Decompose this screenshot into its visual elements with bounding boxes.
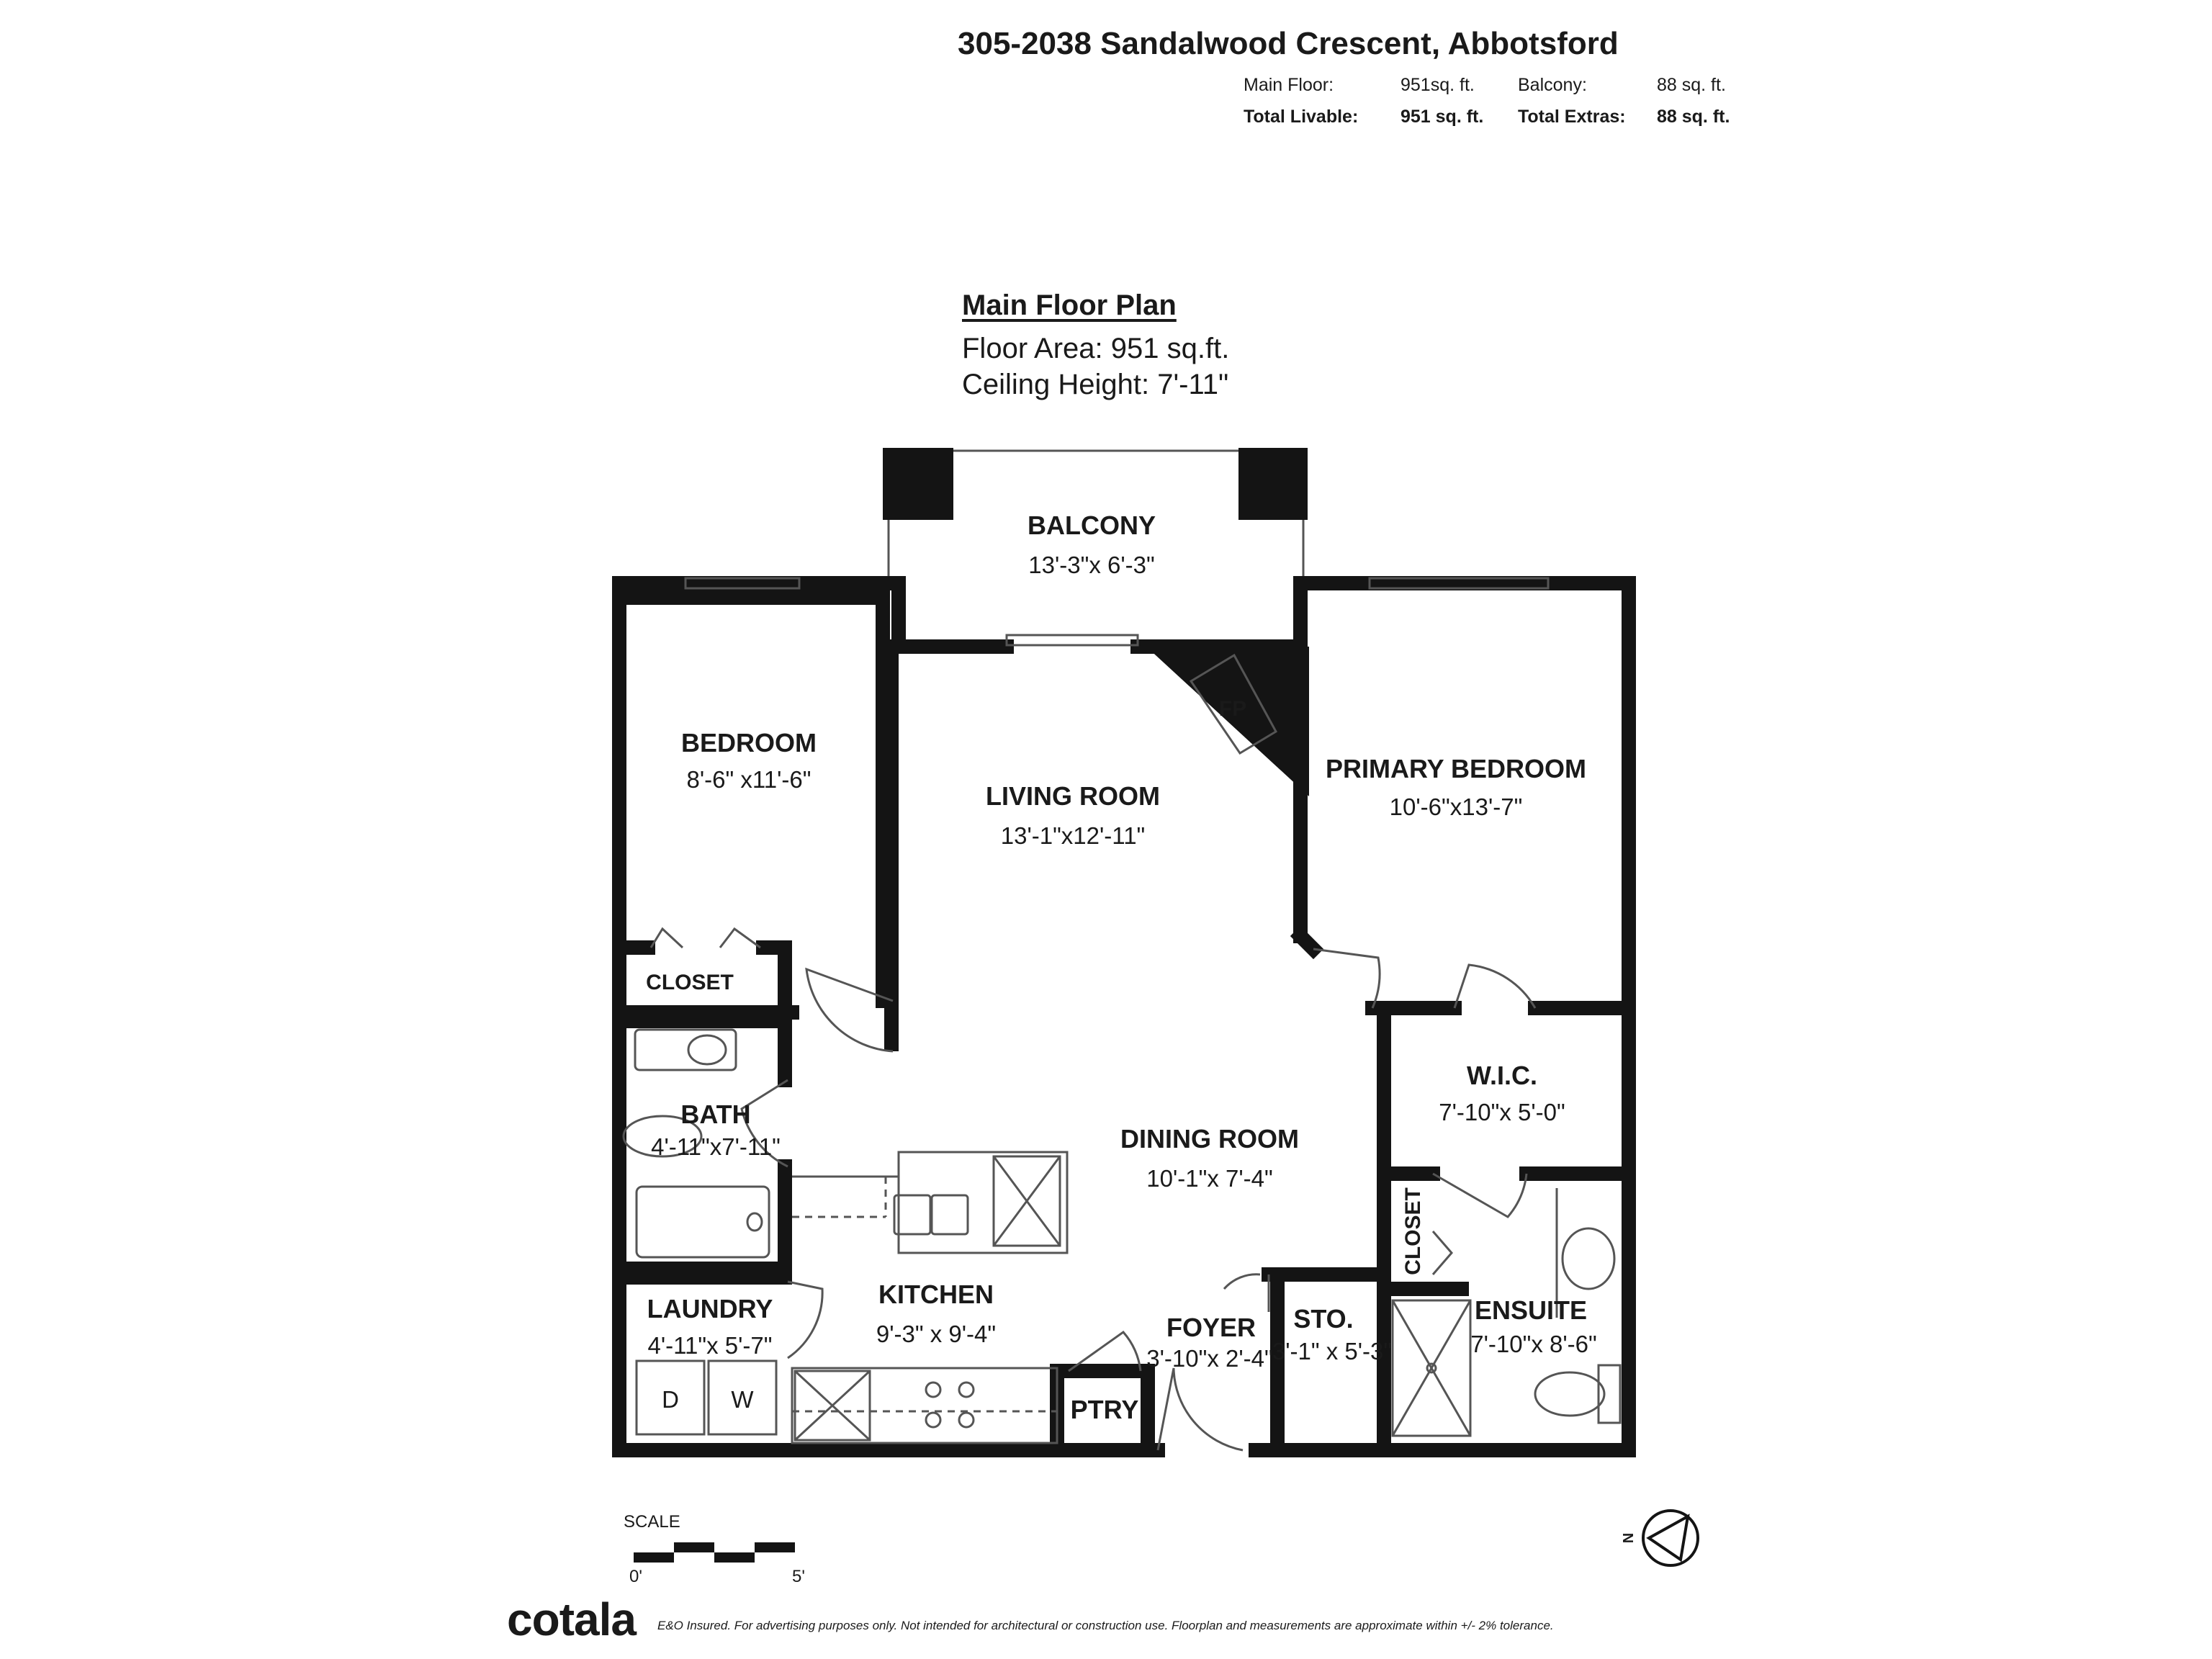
dryer-label: D — [662, 1386, 679, 1413]
room-dims-ensuite: 7'-10"x 8'-6" — [1470, 1331, 1596, 1357]
room-dims-primary-bedroom: 10'-6"x13'-7" — [1390, 793, 1523, 820]
scale-end-label: 5' — [792, 1567, 805, 1586]
north-arrow-icon — [1642, 1509, 1699, 1567]
floor-area-text: Floor Area: 951 sq.ft. — [962, 333, 1230, 364]
stat-total-livable-value: 951 sq. ft. — [1401, 107, 1484, 127]
floor-plan-title: Main Floor Plan — [962, 289, 1177, 321]
stat-balcony-label: Balcony: — [1518, 75, 1587, 95]
stat-balcony-value: 88 sq. ft. — [1657, 75, 1726, 95]
room-label-primary-bedroom: PRIMARY BEDROOM — [1326, 754, 1586, 783]
room-dims-bedroom: 8'-6" x11'-6" — [687, 766, 811, 793]
stat-total-extras-value: 88 sq. ft. — [1657, 107, 1730, 127]
room-label-bedroom: BEDROOM — [681, 728, 817, 757]
walls — [612, 576, 1636, 1457]
room-dims-bath: 4'-11"x7'-11" — [651, 1133, 781, 1160]
disclaimer-text: E&O Insured. For advertising purposes on… — [657, 1619, 1554, 1632]
balcony-column-right — [1238, 448, 1308, 520]
room-label-living-room: LIVING ROOM — [986, 781, 1160, 811]
ceiling-height-text: Ceiling Height: 7'-11" — [962, 369, 1229, 400]
room-dims-laundry: 4'-11"x 5'-7" — [648, 1332, 773, 1359]
room-label-laundry: LAUNDRY — [647, 1294, 773, 1323]
stat-total-livable-label: Total Livable: — [1244, 107, 1359, 127]
room-label-bath: BATH — [680, 1100, 750, 1129]
room-dims-kitchen: 9'-3" x 9'-4" — [876, 1321, 996, 1347]
scale-bar — [634, 1542, 795, 1563]
fireplace-corner — [1146, 647, 1309, 796]
fireplace-label: FP — [1219, 697, 1246, 721]
room-dims-storage: 3'-1" x 5'-3" — [1272, 1338, 1392, 1364]
room-label-closet-bedroom: CLOSET — [646, 971, 734, 994]
room-dims-living-room: 13'-1"x12'-11" — [1001, 822, 1146, 849]
room-label-kitchen: KITCHEN — [878, 1280, 994, 1309]
room-label-wic: W.I.C. — [1467, 1061, 1537, 1090]
north-label: N — [1621, 1533, 1637, 1543]
fixtures — [622, 577, 1622, 1452]
scale-start-label: 0' — [629, 1567, 642, 1586]
room-dims-balcony: 13'-3"x 6'-3" — [1028, 552, 1154, 578]
room-dims-foyer: 3'-10"x 2'-4" — [1146, 1345, 1272, 1372]
room-label-ensuite: ENSUITE — [1475, 1295, 1587, 1325]
stat-total-extras-label: Total Extras: — [1518, 107, 1626, 127]
room-label-storage: STO. — [1293, 1304, 1353, 1334]
brand-logo: cotala — [507, 1593, 637, 1645]
room-dims-wic: 7'-10"x 5'-0" — [1439, 1099, 1565, 1125]
room-label-foyer: FOYER — [1166, 1313, 1256, 1342]
stat-main-floor-value: 951sq. ft. — [1401, 75, 1475, 95]
room-label-balcony: BALCONY — [1028, 511, 1156, 540]
room-label-pantry: PTRY — [1071, 1395, 1139, 1424]
scale-label: SCALE — [624, 1512, 680, 1532]
property-address: 305-2038 Sandalwood Crescent, Abbotsford — [958, 26, 1619, 61]
room-label-closet-ensuite: CLOSET — [1401, 1187, 1425, 1275]
room-label-dining-room: DINING ROOM — [1120, 1124, 1299, 1154]
washer-label: W — [731, 1386, 754, 1413]
room-dims-dining-room: 10'-1"x 7'-4" — [1146, 1165, 1272, 1192]
stat-main-floor-label: Main Floor: — [1244, 75, 1334, 95]
balcony-column-left — [883, 448, 953, 520]
